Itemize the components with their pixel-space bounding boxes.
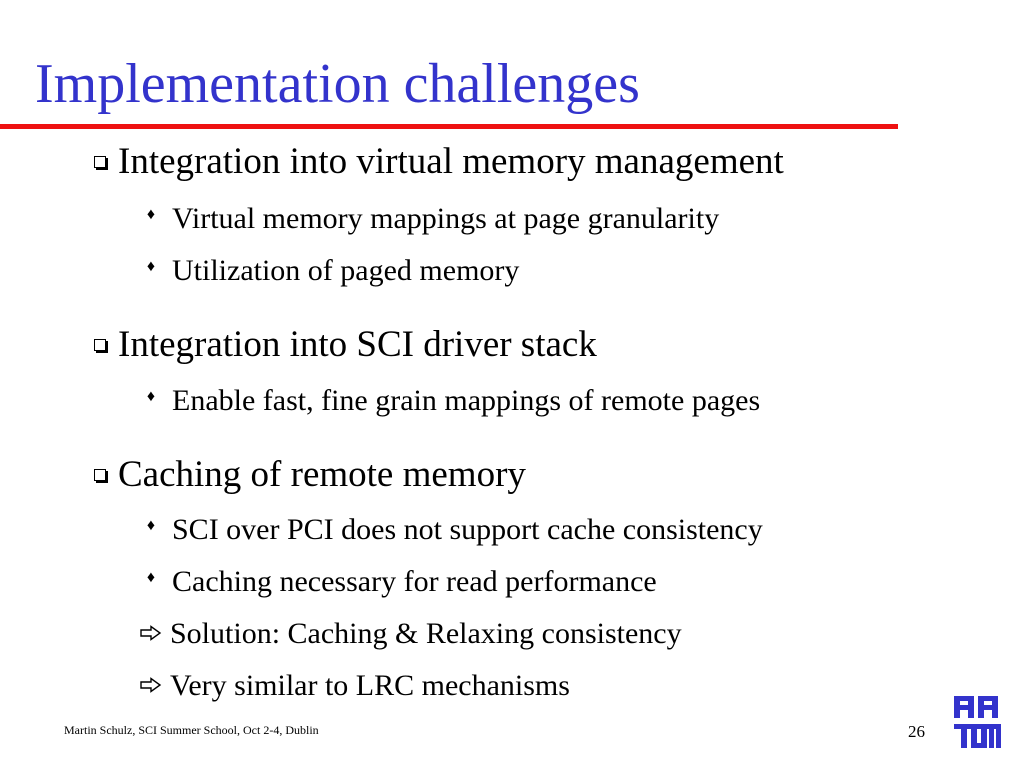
bullet-text: Virtual memory mappings at page granular…: [172, 202, 720, 235]
bullet-text: Solution: Caching & Relaxing consistency: [170, 617, 682, 650]
title-underline: [0, 124, 898, 129]
bullet-text: Caching necessary for read performance: [172, 565, 657, 598]
sub-bullet-item: Very similar to LRC mechanisms: [138, 668, 570, 704]
diamond-bullet-icon: ♦: [146, 258, 156, 276]
sub-bullet-item: ♦ Caching necessary for read performance: [138, 564, 657, 602]
bullet-text: Integration into virtual memory manageme…: [118, 141, 784, 182]
sub-bullet-item: Solution: Caching & Relaxing consistency: [138, 616, 682, 652]
bullet-item: Integration into virtual memory manageme…: [88, 140, 784, 184]
tum-logo-icon: [954, 696, 1001, 748]
bullet-text: SCI over PCI does not support cache cons…: [172, 513, 763, 546]
diamond-bullet-icon: ♦: [146, 517, 156, 535]
box-bullet-icon: [94, 468, 106, 481]
diamond-bullet-icon: ♦: [146, 569, 156, 587]
arrow-bullet-icon: [140, 625, 162, 641]
bullet-text: Very similar to LRC mechanisms: [170, 669, 570, 702]
bullet-text: Caching of remote memory: [118, 454, 526, 495]
sub-bullet-item: ♦ Enable fast, fine grain mappings of rem…: [138, 383, 760, 421]
bullet-text: Enable fast, fine grain mappings of remo…: [172, 384, 761, 417]
diamond-bullet-icon: ♦: [146, 388, 156, 406]
box-bullet-icon: [94, 155, 106, 168]
diamond-bullet-icon: ♦: [146, 206, 156, 224]
bullet-item: Integration into SCI driver stack: [88, 323, 597, 367]
sub-bullet-item: ♦ Utilization of paged memory: [138, 253, 520, 291]
page-number: 26: [908, 722, 925, 741]
sub-bullet-item: ♦ SCI over PCI does not support cache con…: [138, 512, 763, 550]
slide-footer: Martin Schulz, SCI Summer School, Oct 2-…: [64, 723, 319, 737]
arrow-bullet-icon: [140, 677, 162, 693]
sub-bullet-item: ♦ Virtual memory mappings at page granula…: [138, 201, 719, 239]
bullet-item: Caching of remote memory: [88, 453, 526, 497]
slide-title: Implementation challenges: [35, 53, 640, 115]
box-bullet-icon: [94, 338, 106, 351]
bullet-text: Integration into SCI driver stack: [118, 324, 597, 365]
bullet-text: Utilization of paged memory: [172, 254, 520, 287]
